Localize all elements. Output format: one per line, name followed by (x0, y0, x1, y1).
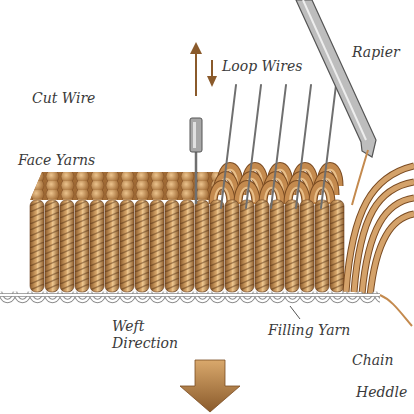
part-label: Rapier (352, 44, 400, 61)
loop-wires (221, 85, 336, 208)
part-label: Heddle (356, 384, 407, 401)
cut-pile-top (30, 172, 222, 200)
part-label: Weft Direction (112, 318, 194, 352)
weft-filling-yarn (0, 289, 412, 326)
part-label: Face Yarns (18, 152, 95, 169)
chain-heddle-yarns (346, 166, 414, 296)
cut-wire (190, 42, 217, 204)
direction-arrow (180, 360, 240, 412)
part-label: Cut Wire (32, 90, 95, 107)
part-label: Chain (352, 352, 394, 369)
face-yarn-columns (30, 200, 344, 292)
part-label: Loop Wires (222, 58, 302, 75)
part-label: Filling Yarn (268, 322, 350, 339)
cut-pile-top (30, 172, 222, 200)
rapier (296, 0, 376, 205)
